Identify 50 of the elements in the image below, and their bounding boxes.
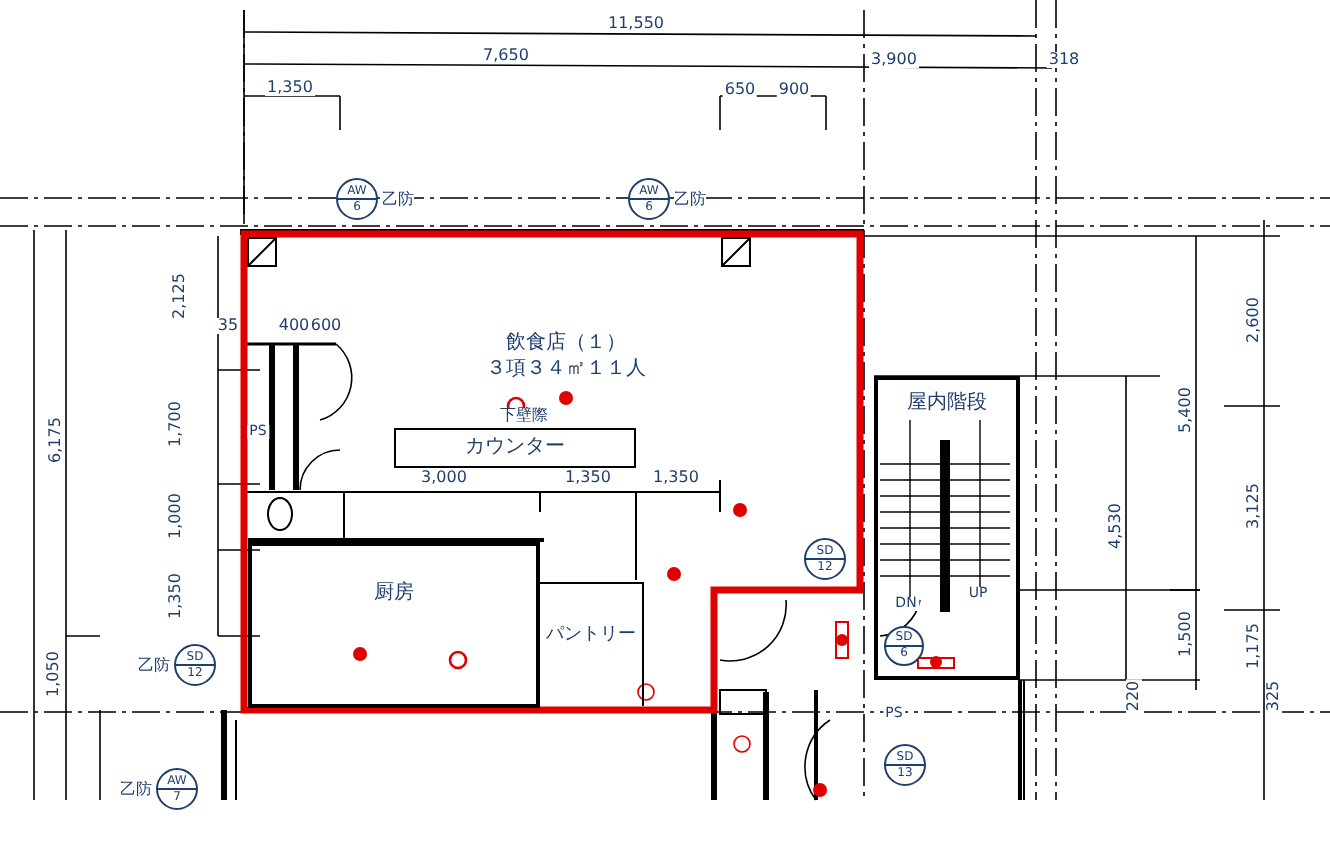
dimension-text: 1,350: [168, 571, 184, 621]
door-symbol: [884, 626, 924, 666]
dimension-text: 650: [722, 82, 758, 98]
door-symbol: [628, 178, 670, 220]
door-symbol: [156, 768, 198, 810]
door-symbol: [884, 744, 926, 786]
room-name: 飲食店（１）: [506, 334, 626, 354]
dimension-text: 1,500: [1178, 609, 1194, 659]
stair-box: [874, 376, 1020, 680]
note-text: 下壁際: [498, 408, 550, 424]
counter-box: [394, 428, 636, 468]
dimension-text: 3,125: [1246, 481, 1262, 531]
dimension-text: 3,000: [419, 470, 469, 486]
dimension-text: 11,550: [606, 16, 666, 32]
room-name: パントリー: [546, 626, 636, 645]
tenant-area: [240, 230, 864, 714]
dimension-text: 4,530: [1108, 501, 1124, 551]
kitchen-room: [248, 542, 540, 708]
area-text: ３項３４㎡１１人: [486, 360, 646, 380]
fire-door-text: 乙防: [138, 657, 170, 673]
room-name: 屋内階段: [907, 394, 987, 414]
dimension-text: 7,650: [481, 48, 531, 64]
dimension-text: 5,400: [1178, 385, 1194, 435]
dimension-text: 220: [1126, 678, 1142, 714]
dimension-text: 1,350: [651, 470, 701, 486]
dimension-text: 1,350: [563, 470, 613, 486]
door-symbol: [336, 178, 378, 220]
dimension-text: 2,125: [172, 271, 188, 321]
pantry-room: [540, 582, 644, 706]
dimension-text: 1,050: [46, 649, 62, 699]
fire-door-text: 乙防: [120, 781, 152, 797]
dimension-text: 318: [1046, 52, 1082, 68]
dimension-text: 900: [776, 82, 812, 98]
dimension-text: 6,175: [48, 415, 64, 465]
fire-door-text: 乙防: [382, 191, 414, 207]
dimension-text: 35: [215, 318, 241, 334]
dimension-text: 1,000: [168, 491, 184, 541]
dimension-text: 1,700: [168, 399, 184, 449]
counter-label: カウンター: [465, 438, 565, 458]
door-symbol: [804, 538, 846, 580]
dimension-text: 3,900: [869, 52, 919, 68]
dimension-text: 600: [308, 318, 344, 334]
dimension-text: 400: [276, 318, 312, 334]
room-name: 厨房: [374, 583, 414, 604]
dimension-text: 1,350: [265, 80, 315, 96]
dimension-text: 2,600: [1246, 295, 1262, 345]
door-symbol: [174, 644, 216, 686]
fire-door-text: 乙防: [674, 191, 706, 207]
dimension-text: 325: [1266, 678, 1282, 714]
dimension-text: 1,175: [1246, 621, 1262, 671]
